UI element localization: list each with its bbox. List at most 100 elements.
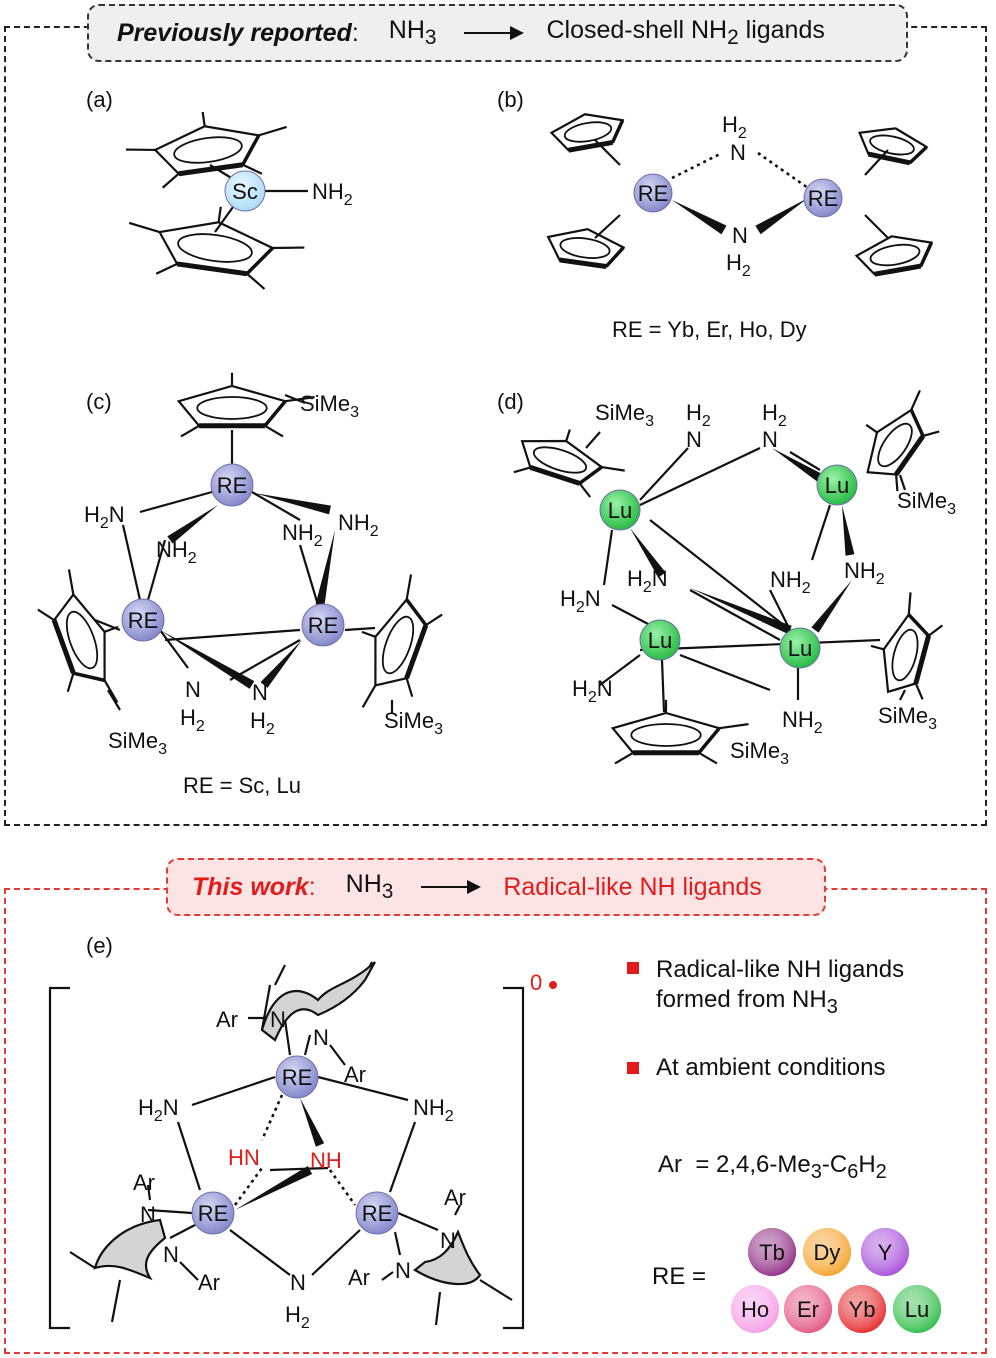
bond <box>660 659 666 713</box>
nacnac-top <box>260 961 376 1042</box>
cp-ring-b3 <box>858 127 929 166</box>
dative-bond <box>328 1169 357 1206</box>
re-legend-label: RE = <box>652 1263 707 1290</box>
re-atom-c-right <box>301 603 345 647</box>
wedge-bond <box>235 1166 313 1210</box>
panel-label-e: (e) <box>86 933 113 958</box>
h2n-c1: H2N <box>84 502 125 532</box>
h2-e-bottom: H2 <box>285 1302 310 1332</box>
bond <box>864 149 889 176</box>
bond <box>229 639 301 681</box>
bond <box>311 1229 361 1276</box>
cp-ring-b2 <box>546 228 626 269</box>
legend-sphere-shine <box>748 1228 796 1276</box>
bond <box>164 628 301 642</box>
wedge-bond <box>690 588 792 635</box>
hn-radical-ligand: HN <box>228 1145 260 1170</box>
legend-symbol-yb: Yb <box>849 1297 876 1322</box>
ar-definition: Ar = 2,4,6-Me3-C6H2 <box>658 1151 887 1183</box>
bond <box>303 1034 312 1056</box>
bullet-marker-icon <box>627 962 639 974</box>
legend-symbol-ho: Ho <box>741 1297 769 1322</box>
h2-c6: H2 <box>250 708 275 738</box>
cp-ring-b1 <box>549 113 625 153</box>
ar-e-left-top: Ar <box>133 1170 155 1195</box>
re-atom-c-left-label: RE <box>128 608 159 633</box>
bond <box>381 1271 394 1281</box>
n-e-left-bottom: N <box>163 1242 179 1267</box>
panel-label-b: (b) <box>497 87 524 112</box>
re-atom-e-top <box>275 1055 319 1099</box>
wedge-bond <box>755 198 808 235</box>
bond <box>147 1208 193 1215</box>
nacnac-right <box>413 1229 482 1286</box>
sc-atom <box>224 170 266 212</box>
bond <box>454 1204 461 1216</box>
h2-label-b-bottom: H2 <box>726 250 751 280</box>
banner-top-product: Closed-shell NH2 ligands <box>546 16 825 49</box>
lu-atom-d4 <box>779 627 821 669</box>
bond <box>274 964 286 986</box>
caption-b: RE = Yb, Er, Ho, Dy <box>612 317 807 342</box>
n-e-top-left: N <box>270 1007 286 1032</box>
h2-d2: H2 <box>762 400 787 430</box>
bond <box>679 653 771 692</box>
bracket-right <box>503 986 525 1330</box>
legend-symbol-dy: Dy <box>814 1240 841 1265</box>
wedge-bond <box>630 528 666 578</box>
bond <box>139 490 213 514</box>
nh2-e-right: NH2 <box>413 1095 454 1125</box>
bond <box>599 654 641 686</box>
bond <box>298 544 320 606</box>
wedge-bond <box>167 505 218 544</box>
bond <box>121 524 142 601</box>
bond <box>397 1211 439 1232</box>
bond <box>689 589 781 641</box>
wedge-bond <box>160 630 255 689</box>
h2-d1: H2 <box>686 400 711 430</box>
bond <box>107 689 121 711</box>
re-atom-c-top-label: RE <box>217 473 248 498</box>
sime3-c-top: SiMe3 <box>300 391 359 421</box>
n-e-bottom: N <box>290 1270 306 1295</box>
legend-symbol-lu: Lu <box>905 1297 929 1322</box>
sime3-c-right: SiMe3 <box>384 708 443 738</box>
lu-atom-d2 <box>816 464 858 506</box>
re-atom-e-left <box>191 1191 235 1235</box>
bond <box>898 474 907 491</box>
bond <box>434 1291 442 1326</box>
ar-e-right-top: Ar <box>444 1185 466 1210</box>
sime3-d1: SiMe3 <box>595 400 654 430</box>
banner-bottom-product: Radical-like NH ligands <box>503 872 762 901</box>
radical-dot-icon <box>549 981 557 989</box>
reaction-arrow-icon <box>464 26 525 40</box>
dative-bond <box>671 151 723 180</box>
banner-bottom-colon: : <box>308 872 316 901</box>
bond <box>329 1044 346 1066</box>
h2n-d7: H2N <box>572 676 613 706</box>
lu-atom-d2-label: Lu <box>825 473 849 498</box>
bond <box>639 638 881 652</box>
bond <box>639 447 761 506</box>
cp-ring-d4 <box>870 592 944 700</box>
dative-bond <box>260 1094 284 1141</box>
nh2-c2: NH2 <box>156 537 197 567</box>
bond <box>585 431 601 449</box>
sime3-d3: SiMe3 <box>730 738 789 768</box>
banner-top-colon: : <box>351 18 359 47</box>
wedge-bond <box>260 640 302 688</box>
wedge-bond <box>254 493 331 515</box>
wedge-bond <box>300 1098 325 1147</box>
legend-symbol-er: Er <box>797 1297 819 1322</box>
re-atom-b1 <box>633 173 673 213</box>
nacnac-left <box>93 1218 167 1281</box>
bracket-left <box>48 986 70 1330</box>
bullet-marker-icon <box>627 1062 639 1074</box>
bond <box>479 1279 513 1301</box>
bond <box>229 1229 291 1276</box>
bond <box>344 626 376 632</box>
banner-bottom-emphasis: This work <box>192 872 309 901</box>
bond <box>810 504 832 561</box>
bullet-ambient: At ambient conditions <box>656 1054 886 1081</box>
